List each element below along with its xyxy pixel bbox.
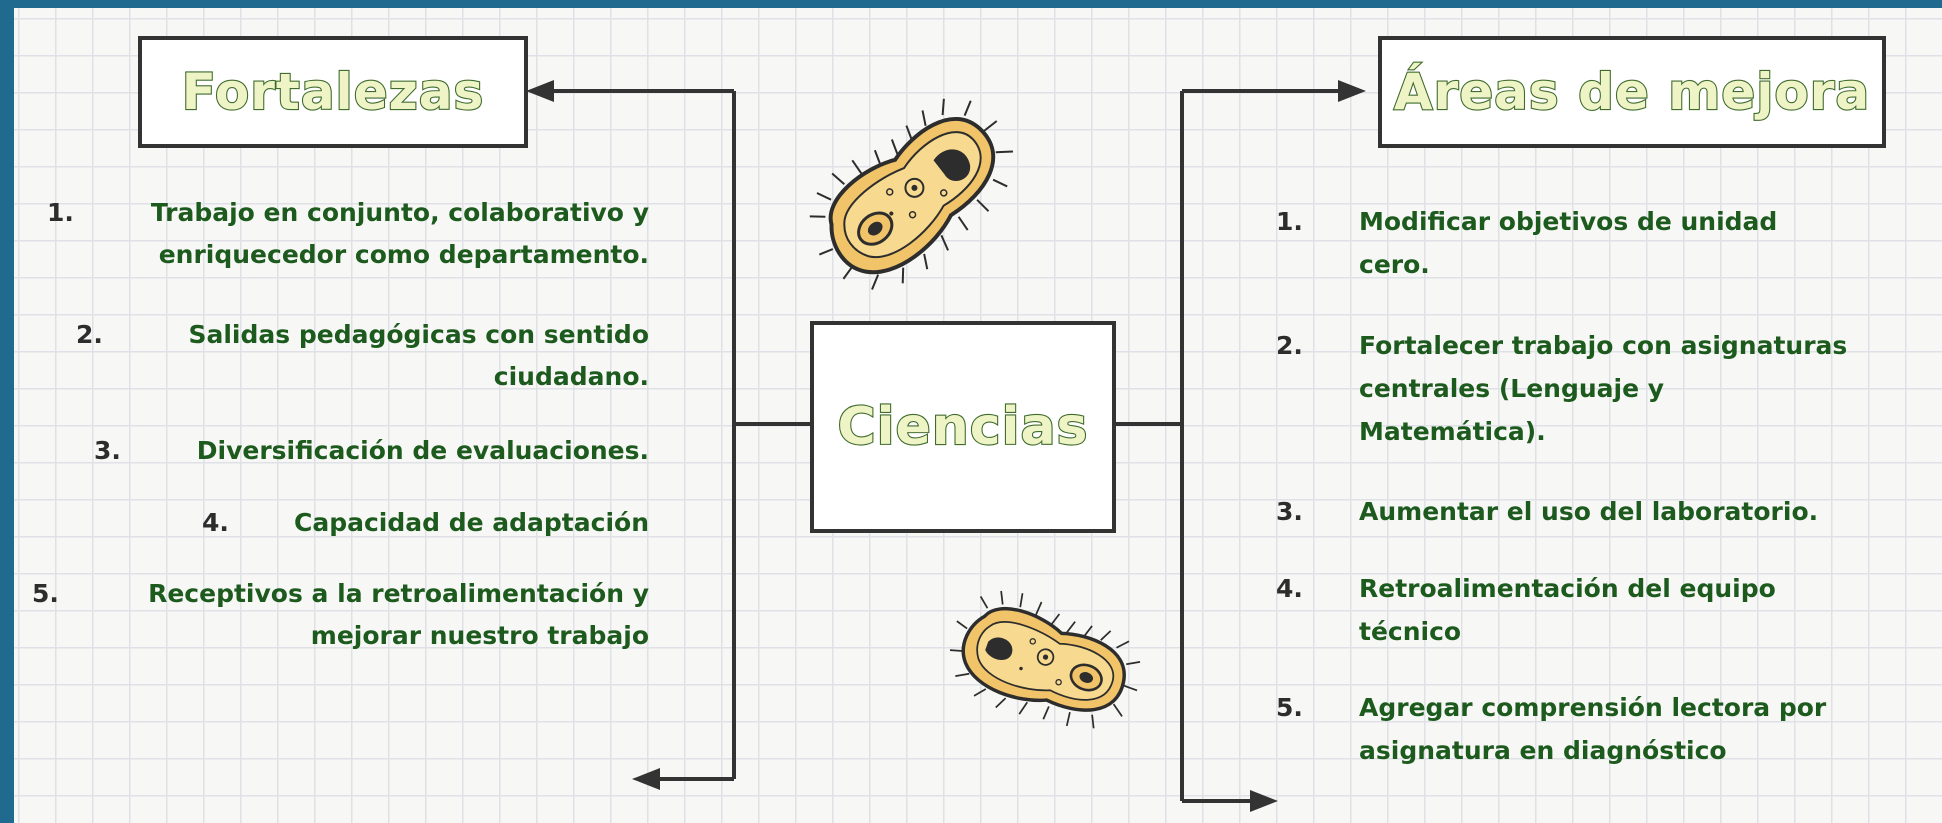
mind-map-canvas: Fortalezas Áreas de mejora Ciencias 1. T… (14, 8, 1942, 823)
item-number: 5. (1276, 693, 1303, 722)
item-text: Receptivos a la retroalimentación y (148, 579, 649, 608)
item-text: Trabajo en conjunto, colaborativo y (150, 198, 649, 227)
item-text: Modificar objetivos de unidad (1359, 207, 1778, 236)
arrow-left-bottom-icon (632, 768, 660, 790)
item-number: 2. (76, 320, 103, 349)
item-text: Salidas pedagógicas con sentido (188, 320, 649, 349)
item-number: 3. (94, 436, 121, 465)
item-text: Fortalecer trabajo con asignaturas (1359, 331, 1848, 360)
item-text: Retroalimentación del equipo (1359, 574, 1776, 603)
item-number: 1. (47, 198, 74, 227)
item-text: Matemática). (1359, 417, 1546, 446)
item-text: asignatura en diagnóstico (1359, 736, 1727, 765)
center-title-box: Ciencias (810, 321, 1116, 533)
item-text: Aumentar el uso del laboratorio. (1359, 497, 1819, 526)
item-text: técnico (1359, 617, 1462, 646)
connector-lines (526, 80, 1366, 812)
item-text: ciudadano. (493, 362, 649, 391)
item-number: 1. (1276, 207, 1303, 236)
item-number: 4. (1276, 574, 1303, 603)
item-number: 5. (32, 579, 59, 608)
item-number: 2. (1276, 331, 1303, 360)
item-text: cero. (1359, 250, 1430, 279)
center-title: Ciencias (836, 396, 1089, 458)
item-text: centrales (Lenguaje y (1359, 374, 1665, 403)
item-text: Agregar comprensión lectora por (1359, 693, 1827, 722)
arrow-to-fortalezas-icon (526, 80, 554, 102)
item-text: enriquecedor como departamento. (158, 240, 649, 269)
arrow-to-mejora-icon (1338, 80, 1366, 102)
item-text: Diversificación de evaluaciones. (196, 436, 649, 465)
item-number: 3. (1276, 497, 1303, 526)
item-text: mejorar nuestro trabajo (310, 621, 649, 650)
improvements-title-box: Áreas de mejora (1378, 36, 1886, 148)
strengths-title-box: Fortalezas (138, 36, 528, 148)
item-number: 4. (202, 508, 229, 537)
strengths-title: Fortalezas (181, 62, 485, 122)
item-text: Capacidad de adaptación (293, 508, 649, 537)
arrow-right-bottom-icon (1250, 790, 1278, 812)
microbe-icon (809, 98, 1013, 290)
microbe-icon (949, 590, 1141, 729)
improvements-title: Áreas de mejora (1393, 62, 1871, 122)
